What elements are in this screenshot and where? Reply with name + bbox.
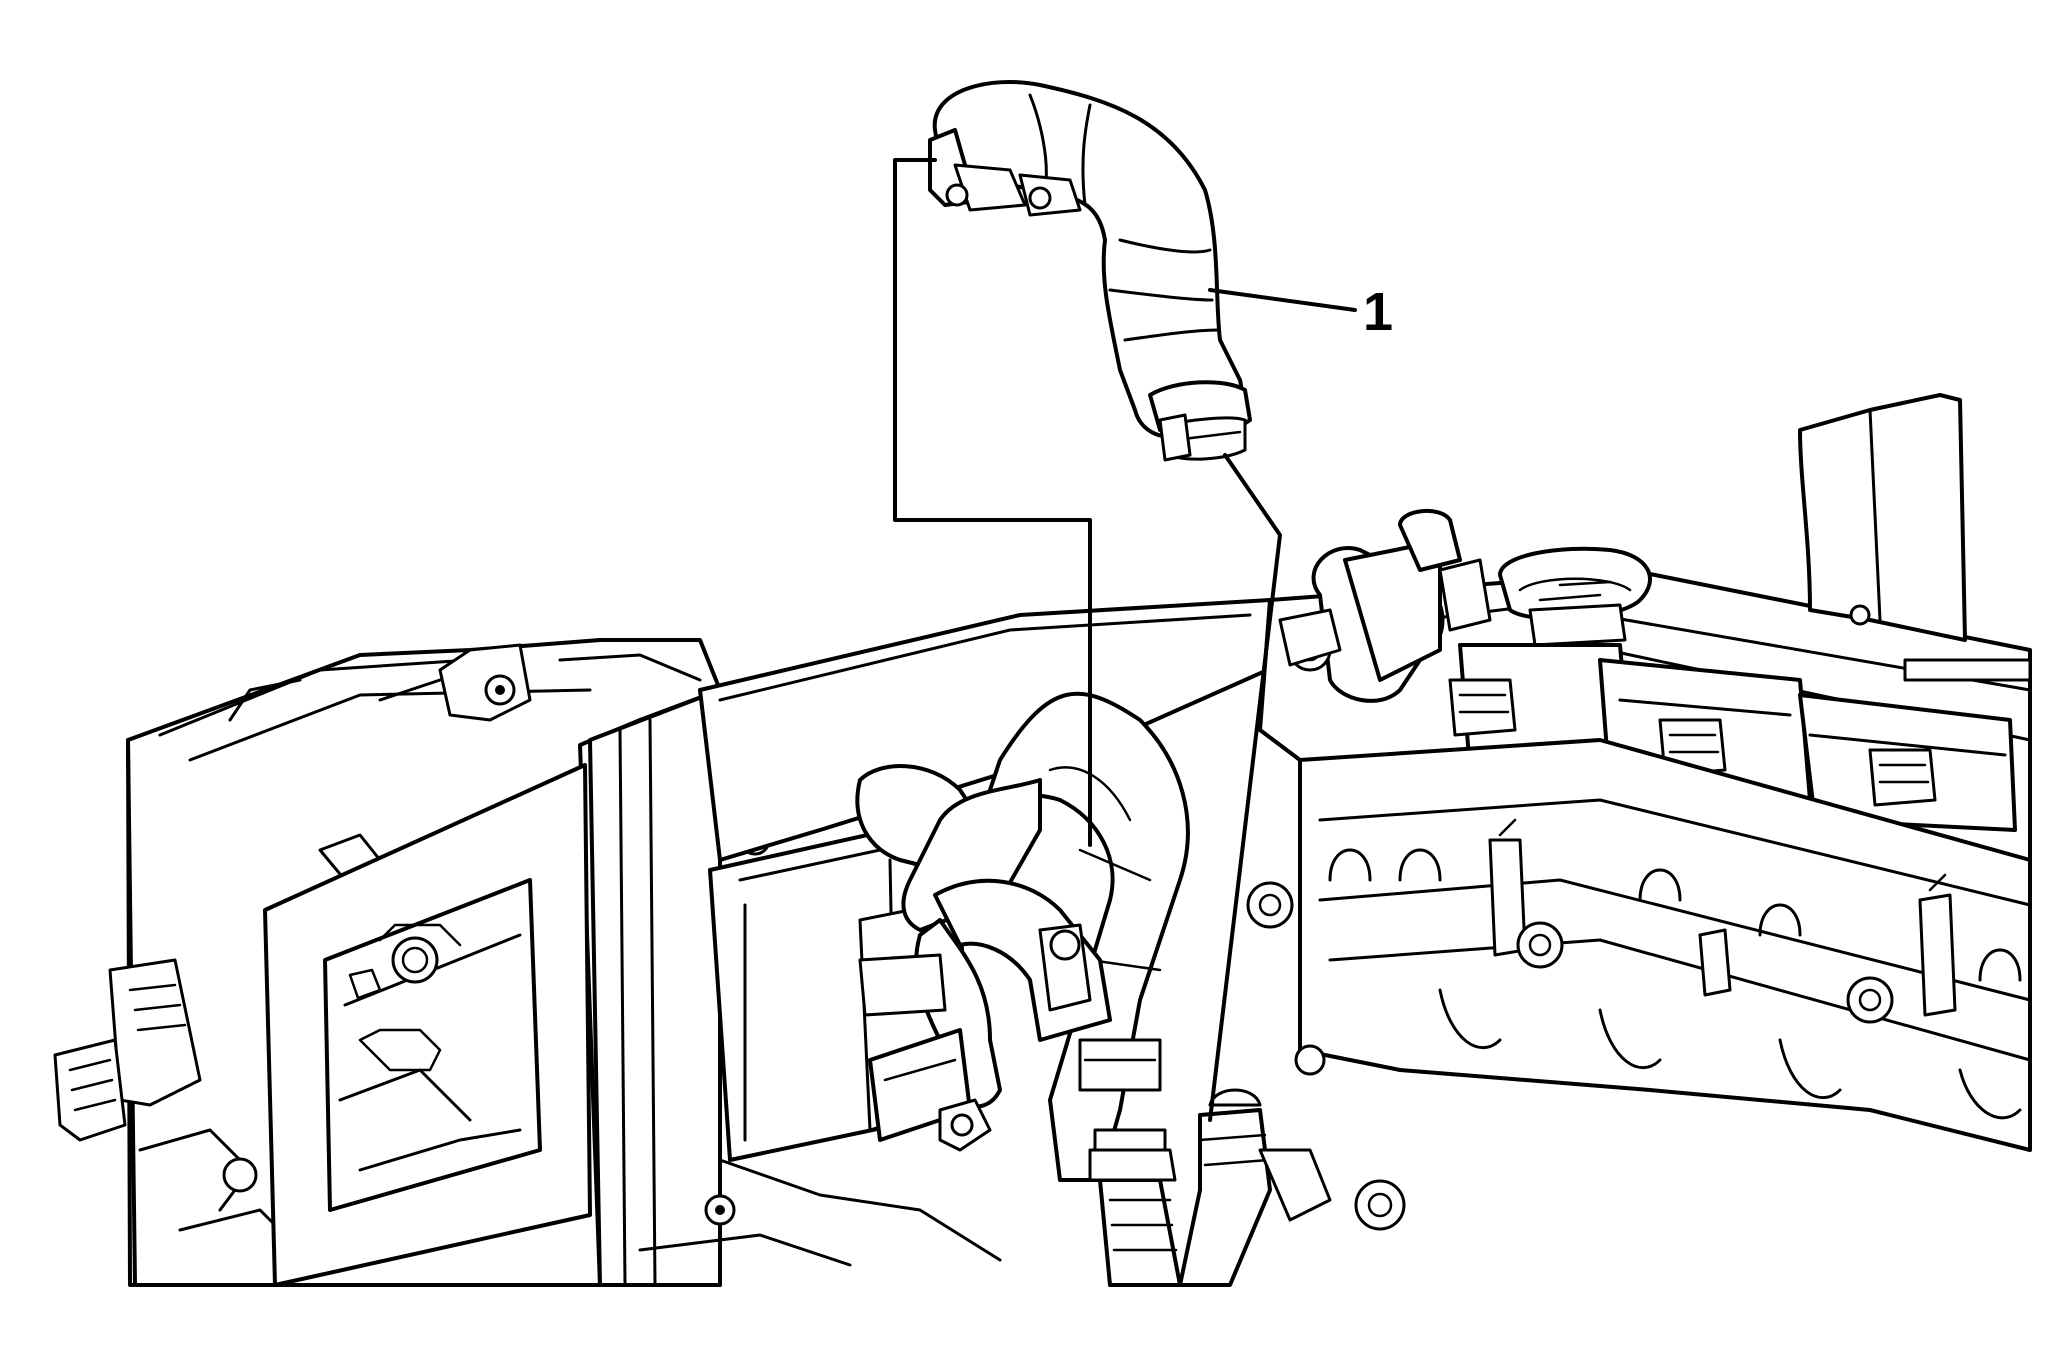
callout-1-label: 1 bbox=[1363, 282, 1393, 342]
lower-hoses bbox=[855, 691, 1332, 1287]
routing-lines bbox=[893, 158, 1357, 1122]
routing-bracket-line bbox=[893, 158, 1092, 847]
heater-hose-1 bbox=[928, 80, 1252, 462]
cylinder-head bbox=[1246, 393, 2032, 1231]
pcv-valve-unit bbox=[1278, 508, 1492, 703]
left-housing bbox=[53, 638, 771, 1287]
routing-down-line bbox=[1208, 453, 1282, 1122]
callout-1-leader bbox=[1208, 288, 1357, 312]
